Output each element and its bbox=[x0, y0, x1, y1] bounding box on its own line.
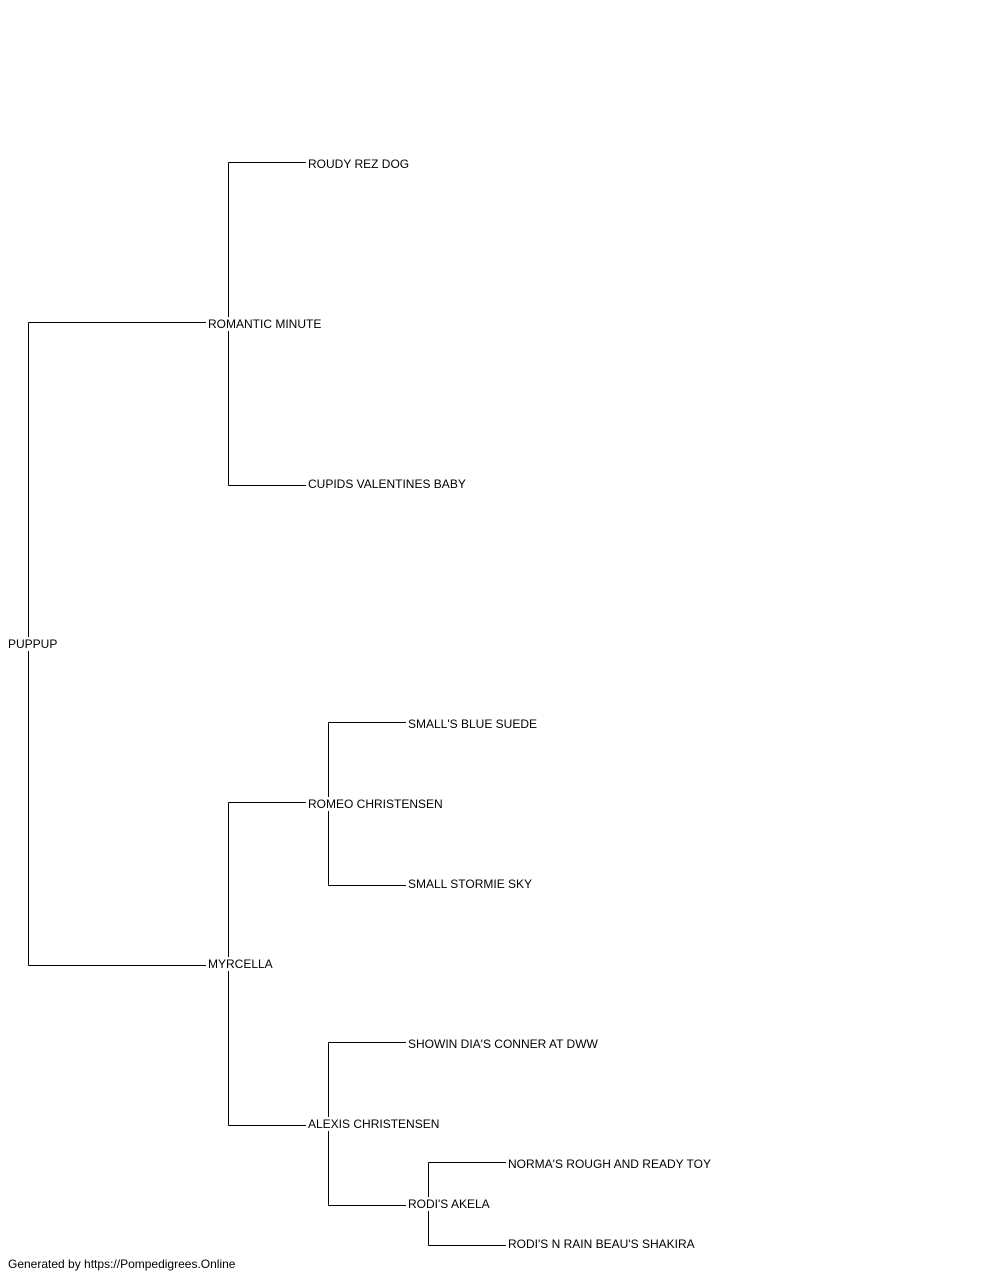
dam-sire-dam-name: SMALL STORMIE SKY bbox=[407, 877, 534, 891]
dam-dam-sire-name: SHOWIN DIA'S CONNER AT DWW bbox=[407, 1037, 599, 1051]
sire-dam-name: CUPIDS VALENTINES BABY bbox=[307, 477, 467, 491]
dam-name: MYRCELLA bbox=[207, 957, 274, 971]
sire-sire-name: ROUDY REZ DOG bbox=[307, 157, 411, 171]
subject-name: PUPPUP bbox=[7, 637, 59, 651]
sire-name: ROMANTIC MINUTE bbox=[207, 317, 323, 331]
dam-dam-name: ALEXIS CHRISTENSEN bbox=[307, 1117, 441, 1131]
dam-dam-dam-name: RODI'S AKELA bbox=[407, 1197, 491, 1211]
dam-dam-dam-sire-name: NORMA'S ROUGH AND READY TOY bbox=[507, 1157, 712, 1171]
dam-sire-sire-name: SMALL'S BLUE SUEDE bbox=[407, 717, 539, 731]
dam-sire-name: ROMEO CHRISTENSEN bbox=[307, 797, 444, 811]
dam-dam-dam-dam-name: RODI'S N RAIN BEAU'S SHAKIRA bbox=[507, 1237, 696, 1251]
generated-by-footer: Generated by https://Pompedigrees.Online bbox=[8, 1257, 236, 1271]
